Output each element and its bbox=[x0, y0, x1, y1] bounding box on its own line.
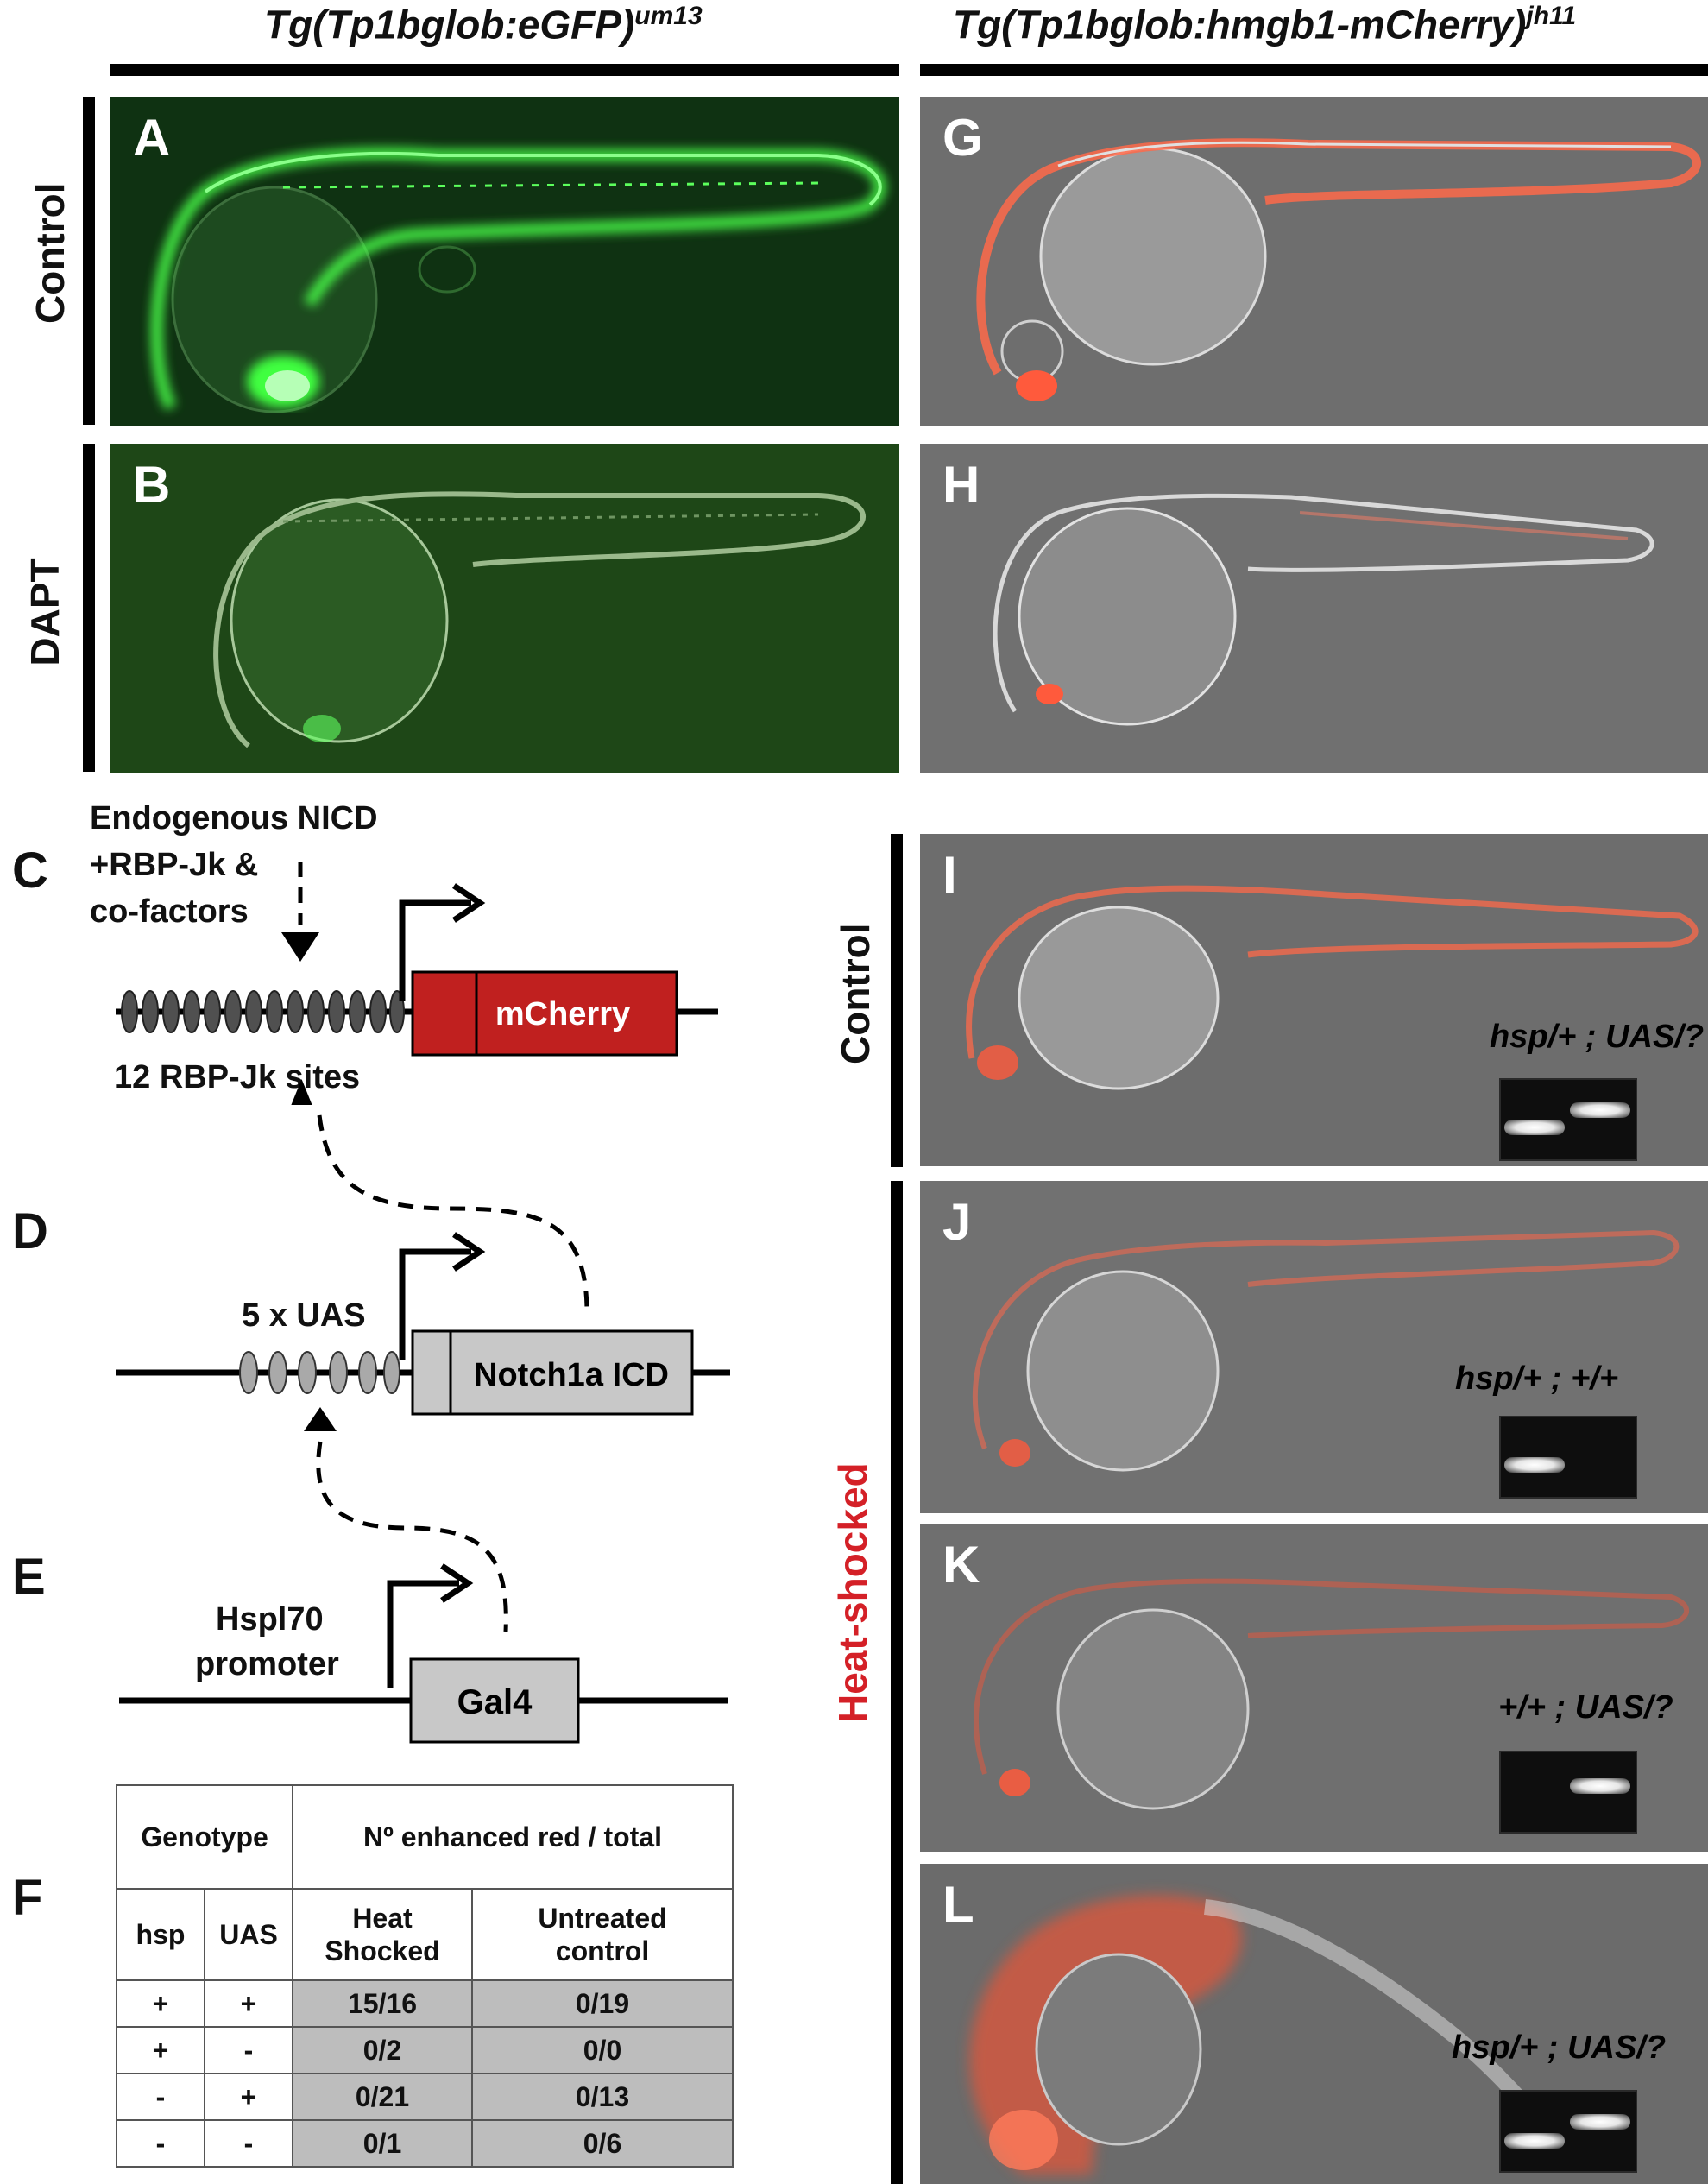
control2-row-bar bbox=[891, 834, 903, 1167]
panel-H-micrograph: H bbox=[920, 444, 1708, 773]
dapt-row-bar bbox=[83, 444, 95, 772]
nicd-text-line1: Endogenous NICD bbox=[90, 800, 378, 836]
panel-J-genotype: hsp/+ ; +/+ bbox=[1455, 1360, 1619, 1397]
panel-J-label: J bbox=[942, 1193, 972, 1251]
panel-I-genotype: hsp/+ ; UAS/? bbox=[1490, 1019, 1705, 1055]
nicd-text-line3: co-factors bbox=[90, 893, 249, 930]
gel-band-uas bbox=[1570, 1778, 1630, 1794]
panel-D-label: D bbox=[12, 1203, 48, 1259]
panel-J-gel bbox=[1499, 1416, 1637, 1499]
gel-band-uas bbox=[1570, 2114, 1630, 2130]
gel-band-hsp bbox=[1504, 1120, 1565, 1135]
control-row-bar bbox=[83, 97, 95, 425]
panel-L-gel bbox=[1499, 2090, 1637, 2173]
right-header-rule bbox=[920, 64, 1708, 76]
hspl70-label-line2: promoter bbox=[195, 1646, 339, 1682]
panel-I-label: I bbox=[942, 846, 957, 904]
left-header-rule bbox=[110, 64, 899, 76]
rbp-sites-label: 12 RBP-Jk sites bbox=[114, 1059, 361, 1095]
panel-F-label: F bbox=[12, 1870, 43, 1926]
panel-H-label: H bbox=[942, 456, 980, 514]
hspl70-label-line1: Hspl70 bbox=[216, 1601, 324, 1638]
uas-header: UAS bbox=[204, 1888, 293, 1981]
gel-band-hsp bbox=[1504, 1457, 1565, 1473]
enhanced-header: Nº enhanced red / total bbox=[292, 1784, 734, 1890]
embryo-mcherry-dapt bbox=[993, 493, 1654, 726]
genotype-table: Genotype Nº enhanced red / total hsp UAS… bbox=[116, 1784, 734, 2168]
left-header-text: Tg(Tp1bglob:eGFP) bbox=[264, 2, 635, 47]
rbp-binding-sites bbox=[121, 990, 405, 1033]
notch-box-label: Notch1a ICD bbox=[474, 1357, 669, 1393]
panel-A-label: A bbox=[133, 109, 171, 167]
genotype-header: Genotype bbox=[116, 1784, 293, 1890]
right-header-text: Tg(Tp1bglob:hmgb1-mCherry) bbox=[953, 2, 1527, 47]
panel-B-label: B bbox=[133, 456, 171, 514]
panel-C-label: C bbox=[12, 843, 48, 899]
panel-G-micrograph: G bbox=[920, 97, 1708, 426]
panel-L-micrograph: L hsp/+ ; UAS/? bbox=[920, 1864, 1708, 2184]
embryo-gfp-dapt bbox=[213, 491, 866, 748]
panel-I-gel bbox=[1499, 1078, 1637, 1161]
right-column-header: Tg(Tp1bglob:hmgb1-mCherry)jh11 bbox=[953, 2, 1577, 47]
left-column-header: Tg(Tp1bglob:eGFP)um13 bbox=[264, 2, 703, 47]
uas-label: 5 x UAS bbox=[242, 1297, 366, 1334]
nicd-text-line2: +RBP-Jk & bbox=[90, 847, 259, 883]
control-row-label: Control bbox=[28, 182, 72, 324]
embryo-L bbox=[969, 1895, 1566, 2175]
gel-band-hsp bbox=[1504, 2133, 1565, 2149]
panel-L-label: L bbox=[942, 1876, 974, 1934]
heatshock-row-bar bbox=[891, 1181, 903, 2184]
mcherry-box-label: mCherry bbox=[495, 996, 630, 1032]
right-header-superscript: jh11 bbox=[1526, 2, 1577, 30]
panel-E-label: E bbox=[12, 1549, 46, 1605]
dapt-row-label: DAPT bbox=[22, 558, 67, 666]
panel-K-micrograph: K +/+ ; UAS/? bbox=[920, 1524, 1708, 1852]
panel-K-label: K bbox=[942, 1536, 980, 1594]
panel-B-micrograph: B bbox=[110, 444, 899, 773]
panel-A-micrograph: A bbox=[110, 97, 899, 426]
embryo-I bbox=[966, 885, 1699, 1090]
panel-L-genotype: hsp/+ ; UAS/? bbox=[1452, 2029, 1667, 2066]
embryo-mcherry-control bbox=[976, 138, 1701, 401]
panel-G-label: G bbox=[942, 109, 983, 167]
embryo-gfp-control bbox=[150, 147, 886, 413]
panel-K-gel bbox=[1499, 1751, 1637, 1834]
uas-sites bbox=[239, 1351, 400, 1394]
panel-K-genotype: +/+ ; UAS/? bbox=[1498, 1689, 1673, 1726]
hsp-header: hsp bbox=[116, 1888, 205, 1981]
panel-J-micrograph: J hsp/+ ; +/+ bbox=[920, 1181, 1708, 1513]
embryo-K bbox=[974, 1578, 1690, 1810]
gel-band-uas bbox=[1570, 1102, 1630, 1118]
left-header-superscript: um13 bbox=[634, 2, 703, 30]
embryo-J bbox=[972, 1229, 1680, 1472]
gal4-box-label: Gal4 bbox=[457, 1683, 533, 1721]
construct-diagram: mCherry Notch1a ICD Gal4 bbox=[116, 862, 730, 1744]
panel-I-micrograph: I hsp/+ ; UAS/? bbox=[920, 834, 1708, 1166]
